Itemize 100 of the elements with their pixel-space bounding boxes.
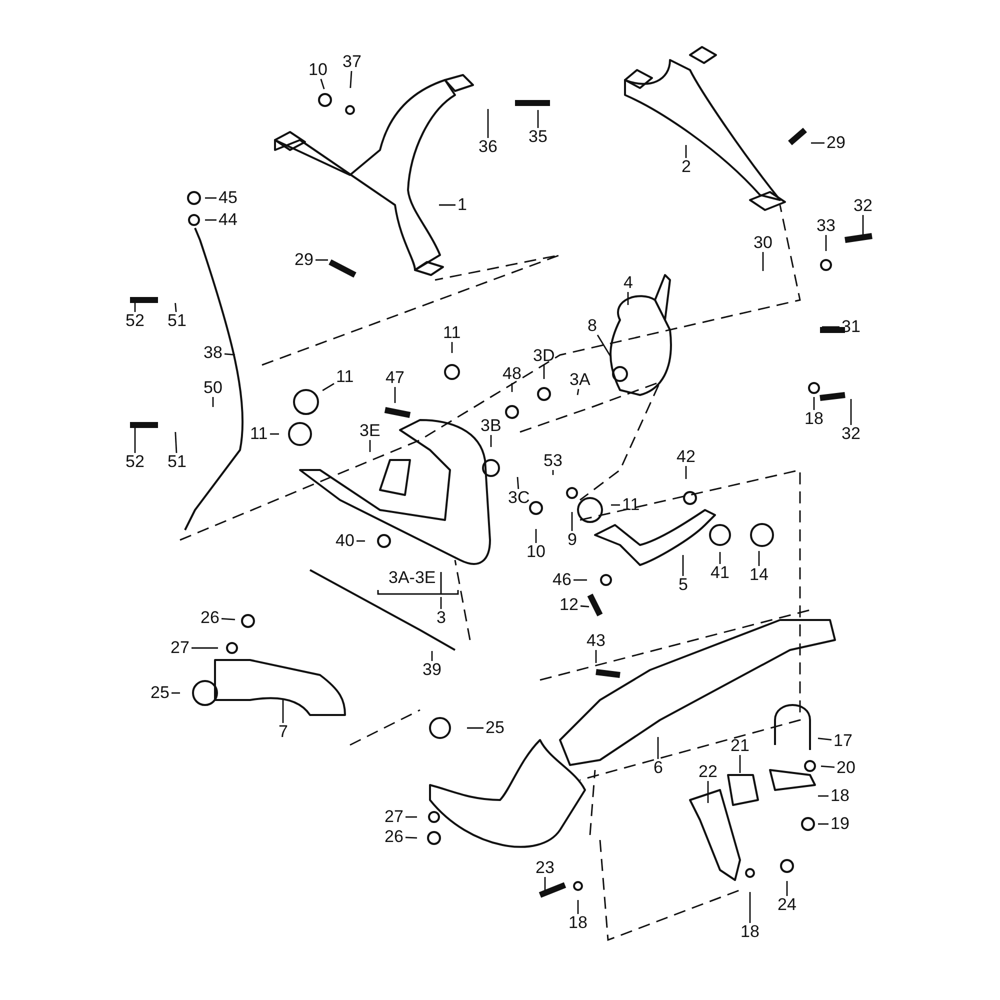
callout-number: 26	[200, 609, 220, 627]
callout-number: 24	[776, 896, 798, 914]
callout-number: 3A	[568, 371, 592, 389]
leader-line	[439, 204, 456, 206]
leader-line	[611, 504, 620, 506]
leader-line	[571, 512, 573, 531]
leader-line	[205, 219, 216, 221]
leader-line	[406, 816, 417, 818]
leader-line	[719, 552, 721, 564]
callout-number: 18	[740, 923, 760, 941]
callout-number: 51	[166, 312, 188, 330]
callout-number: 1	[456, 196, 468, 214]
callout-number: 22	[698, 763, 718, 781]
leader-line	[682, 555, 684, 576]
callout-number: 20	[836, 759, 856, 777]
leader-line	[552, 470, 554, 475]
leader-line	[134, 427, 136, 453]
callout-number: 12	[558, 596, 580, 614]
leader-line	[685, 466, 687, 479]
leader-line	[172, 692, 180, 694]
callout-number: 25	[150, 684, 170, 702]
callout-number: 45	[218, 189, 238, 207]
leader-line	[850, 399, 852, 425]
leader-line	[516, 476, 520, 490]
callout-number: 32	[852, 197, 874, 215]
leader-line	[758, 551, 760, 566]
callout-number: 18	[830, 787, 850, 805]
callout-number: 3C	[507, 489, 531, 507]
callout-number: 40	[334, 532, 356, 550]
leader-line	[825, 235, 827, 251]
leader-line	[431, 651, 433, 661]
callout-number: 46	[552, 571, 572, 589]
callout-number: 6	[652, 759, 664, 777]
leader-line	[762, 252, 764, 271]
leader-line	[820, 766, 835, 768]
callout-number: 18	[804, 410, 824, 428]
callout-number: 29	[826, 134, 846, 152]
leader-line	[224, 353, 236, 356]
leader-line	[394, 387, 396, 403]
leader-line	[786, 881, 788, 896]
callout-number: 2	[680, 158, 692, 176]
callout-number: 3D	[532, 347, 556, 365]
leader-line	[818, 823, 828, 825]
leader-line	[657, 737, 659, 759]
callout-number: 7	[278, 723, 289, 741]
callout-number: 19	[830, 815, 850, 833]
leader-line	[749, 892, 751, 923]
callout-number: 11	[249, 425, 269, 443]
leader-line	[685, 145, 687, 158]
callout-number: 50	[202, 379, 224, 397]
callout-number: 27	[384, 808, 404, 826]
callout-number: 3E	[358, 422, 382, 440]
leader-line	[316, 259, 328, 261]
leader-line	[537, 110, 539, 128]
callout-number: 10	[308, 61, 328, 79]
leader-line	[212, 397, 214, 407]
leader-line	[822, 326, 840, 328]
leader-line	[320, 78, 325, 90]
leader-line	[595, 650, 597, 663]
leader-line	[356, 540, 365, 542]
callout-number: 32	[840, 425, 862, 443]
callout-number: 4	[622, 274, 634, 292]
leader-line	[811, 142, 824, 144]
callout-number: 52	[124, 312, 146, 330]
leader-line	[440, 597, 442, 609]
leader-line	[282, 700, 284, 723]
leader-line	[576, 388, 580, 396]
callout-number: 53	[542, 452, 564, 470]
leader-line	[174, 302, 177, 312]
callout-number: 21	[730, 737, 750, 755]
leader-line	[707, 781, 709, 803]
callout-number: 3	[436, 609, 447, 627]
leader-line	[596, 334, 611, 356]
leader-line	[813, 397, 815, 410]
leader-line	[350, 70, 352, 88]
callout-number: 11	[442, 324, 462, 342]
callout-number: 39	[422, 661, 442, 679]
leader-line	[574, 579, 587, 581]
callout-number: 41	[710, 564, 730, 582]
callout-number: 30	[752, 234, 774, 252]
callout-number: 10	[526, 543, 546, 561]
leader-line	[577, 900, 579, 914]
leader-line	[627, 292, 629, 305]
leader-line	[511, 383, 513, 392]
callout-number: 38	[202, 344, 224, 362]
leader-line	[405, 836, 418, 839]
leader-line	[490, 435, 492, 447]
leader-line	[862, 215, 864, 235]
callout-number: 33	[816, 217, 836, 235]
leader-line	[544, 877, 546, 892]
callout-number: 9	[566, 531, 578, 549]
leader-line	[205, 197, 216, 199]
leader-line	[487, 109, 489, 138]
leader-line	[818, 738, 832, 740]
leader-line	[369, 440, 371, 452]
callout-number: 36	[478, 138, 498, 156]
callout-number: 29	[294, 251, 314, 269]
callout-number: 51	[166, 453, 188, 471]
leader-line	[270, 433, 279, 435]
leader-line	[739, 755, 741, 773]
